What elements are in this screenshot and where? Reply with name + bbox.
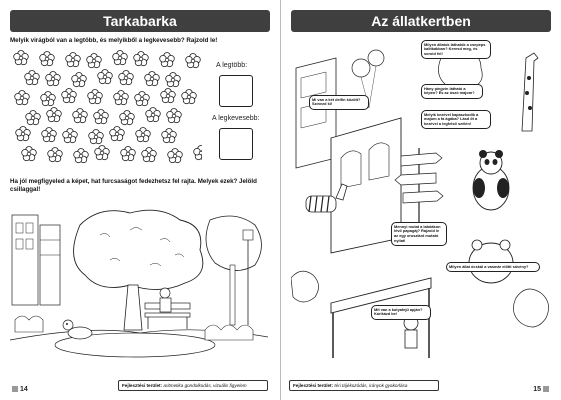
flower — [46, 107, 62, 123]
flower — [73, 148, 89, 164]
least-answer-box[interactable] — [219, 128, 253, 160]
flower — [118, 70, 134, 86]
flower — [119, 110, 135, 126]
question-bubble-dolphins: Mi van a két delfin között? Színezd ki! — [309, 95, 369, 110]
flower — [45, 71, 61, 87]
flower — [72, 108, 88, 124]
flower — [134, 91, 150, 107]
flower — [160, 88, 176, 104]
right-page-title: Az állatkertben — [291, 10, 551, 32]
flower — [39, 51, 55, 67]
flower — [41, 127, 57, 143]
question-bubble-hedge: Milyen állat ócskál a vasmár előtti sövé… — [446, 262, 540, 272]
flower — [71, 72, 87, 88]
page-gutter — [279, 0, 281, 400]
left-footer-text: aritmetika gondolkodás, vizuális figyele… — [163, 383, 247, 388]
right-page-number: 15 — [533, 386, 551, 393]
flower — [61, 88, 77, 104]
question-bubble-monkey: Melyik kezével kapaszkodik a majom a fa … — [421, 110, 491, 130]
zoo-illustration — [291, 48, 549, 358]
question-bubble-cages: Milyen állatok láthatók a csepeps kalitk… — [421, 40, 491, 60]
flower — [86, 53, 102, 69]
flower — [62, 128, 78, 144]
flower — [193, 145, 202, 161]
flower — [166, 108, 182, 124]
question-bubble-parrot: Mennyi mutat a labdákon lévő papagáj? Ra… — [391, 222, 447, 247]
flower — [120, 146, 136, 162]
flower — [47, 147, 63, 163]
left-footer-label: Fejlesztési terület: — [122, 383, 163, 388]
left-page-number: 14 — [10, 386, 28, 393]
flower — [14, 90, 30, 106]
flower — [97, 69, 113, 85]
flower — [167, 148, 183, 164]
flower — [25, 110, 41, 126]
flower — [165, 72, 181, 88]
flower — [40, 91, 56, 107]
flower — [141, 147, 157, 163]
flower — [159, 52, 175, 68]
flower — [133, 51, 149, 67]
flower — [135, 127, 151, 143]
right-footer-label: Fejlesztési terület: — [293, 383, 334, 388]
flower — [144, 71, 160, 87]
flower — [13, 50, 29, 66]
right-page-number-text: 15 — [533, 386, 541, 393]
least-label: A legkevesebb: — [212, 115, 260, 122]
flower — [181, 89, 197, 105]
flower-grid — [13, 50, 202, 164]
flower — [15, 126, 31, 142]
most-answer-box[interactable] — [219, 75, 253, 107]
flower — [161, 128, 177, 144]
flower — [24, 70, 40, 86]
flower — [87, 89, 103, 105]
flower — [185, 53, 201, 69]
flower — [113, 90, 129, 106]
oddities-task-instruction: Ha jól megfigyeled a képet, hat furcsasá… — [10, 178, 257, 193]
left-page-title: Tarkabarka — [10, 10, 270, 32]
flower — [93, 109, 109, 125]
left-page-number-text: 14 — [20, 386, 28, 393]
flower-task-instruction: Melyik virágból van a legtöbb, és melyik… — [10, 37, 218, 44]
left-page: Tarkabarka Melyik virágból van a legtöbb… — [0, 0, 280, 400]
flower — [109, 126, 125, 142]
flower — [94, 145, 110, 161]
left-footer-skill-area: Fejlesztési terület: aritmetika gondolko… — [118, 380, 268, 391]
question-bubble-dog: Mit van a kutyafejű apján? Karikázd be! — [371, 305, 431, 320]
right-footer-skill-area: Fejlesztési terület: téri tájékozódás, i… — [289, 380, 439, 391]
park-illustration — [10, 209, 268, 358]
flower — [88, 129, 104, 145]
question-bubble-penguins: Hány pingvin látható a képen? És az úszó… — [421, 84, 483, 99]
right-page: Az állatkertben — [281, 0, 561, 400]
flower — [145, 107, 161, 123]
flower — [65, 52, 81, 68]
most-label: A legtöbb: — [216, 62, 248, 69]
right-footer-text: téri tájékozódás, irányok gyakorlása — [334, 383, 408, 388]
flower — [112, 50, 128, 66]
flower — [21, 146, 37, 162]
